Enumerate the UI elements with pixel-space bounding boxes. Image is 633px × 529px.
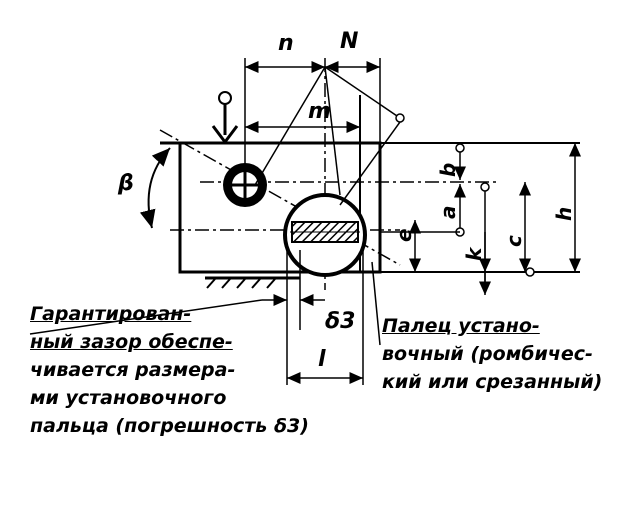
caption-left-line-2: ный зазор обеспе- xyxy=(30,331,233,353)
label-l: l xyxy=(318,347,326,372)
caption-left-line-1: Гарантирован- xyxy=(30,303,192,325)
label-c: c xyxy=(502,235,526,247)
label-h: h xyxy=(552,207,576,221)
right-dimensions xyxy=(380,142,581,295)
label-b: b xyxy=(436,163,460,177)
caption-right-line-3: кий или срезанный) xyxy=(382,371,603,393)
caption-left-pointer xyxy=(29,299,263,335)
label-m: m xyxy=(308,99,331,124)
caption-guaranteed-gap: Гарантирован- ный зазор обеспе- чивается… xyxy=(30,300,309,440)
caption-right-pointer xyxy=(371,261,381,346)
label-N: N xyxy=(340,29,358,54)
caption-right-line-1: Палец устано- xyxy=(382,315,540,337)
caption-locating-pin: Палец устано- вочный (ромбичес- кий или … xyxy=(382,312,602,396)
label-delta3: δ3 xyxy=(325,309,355,334)
caption-left-line-3: чивается размера- xyxy=(30,359,236,381)
base-support xyxy=(205,276,300,289)
caption-right-line-2: вочный (ромбичес- xyxy=(382,343,593,365)
round-pin xyxy=(223,163,267,207)
label-e: e xyxy=(392,228,416,242)
label-beta: β xyxy=(117,171,134,196)
beta-arc xyxy=(139,147,171,229)
top-dimensions xyxy=(244,58,405,206)
label-k: k xyxy=(462,246,486,261)
caption-left-line-4: ми установочного xyxy=(30,387,227,409)
diamond-pin xyxy=(283,193,367,277)
bottom-dimensions xyxy=(262,250,364,385)
label-n: n xyxy=(278,31,294,56)
caption-left-line-5: пальца (погрешность δ3) xyxy=(30,415,309,437)
clamp-arrow-icon xyxy=(211,91,239,145)
label-a: a xyxy=(436,206,460,220)
